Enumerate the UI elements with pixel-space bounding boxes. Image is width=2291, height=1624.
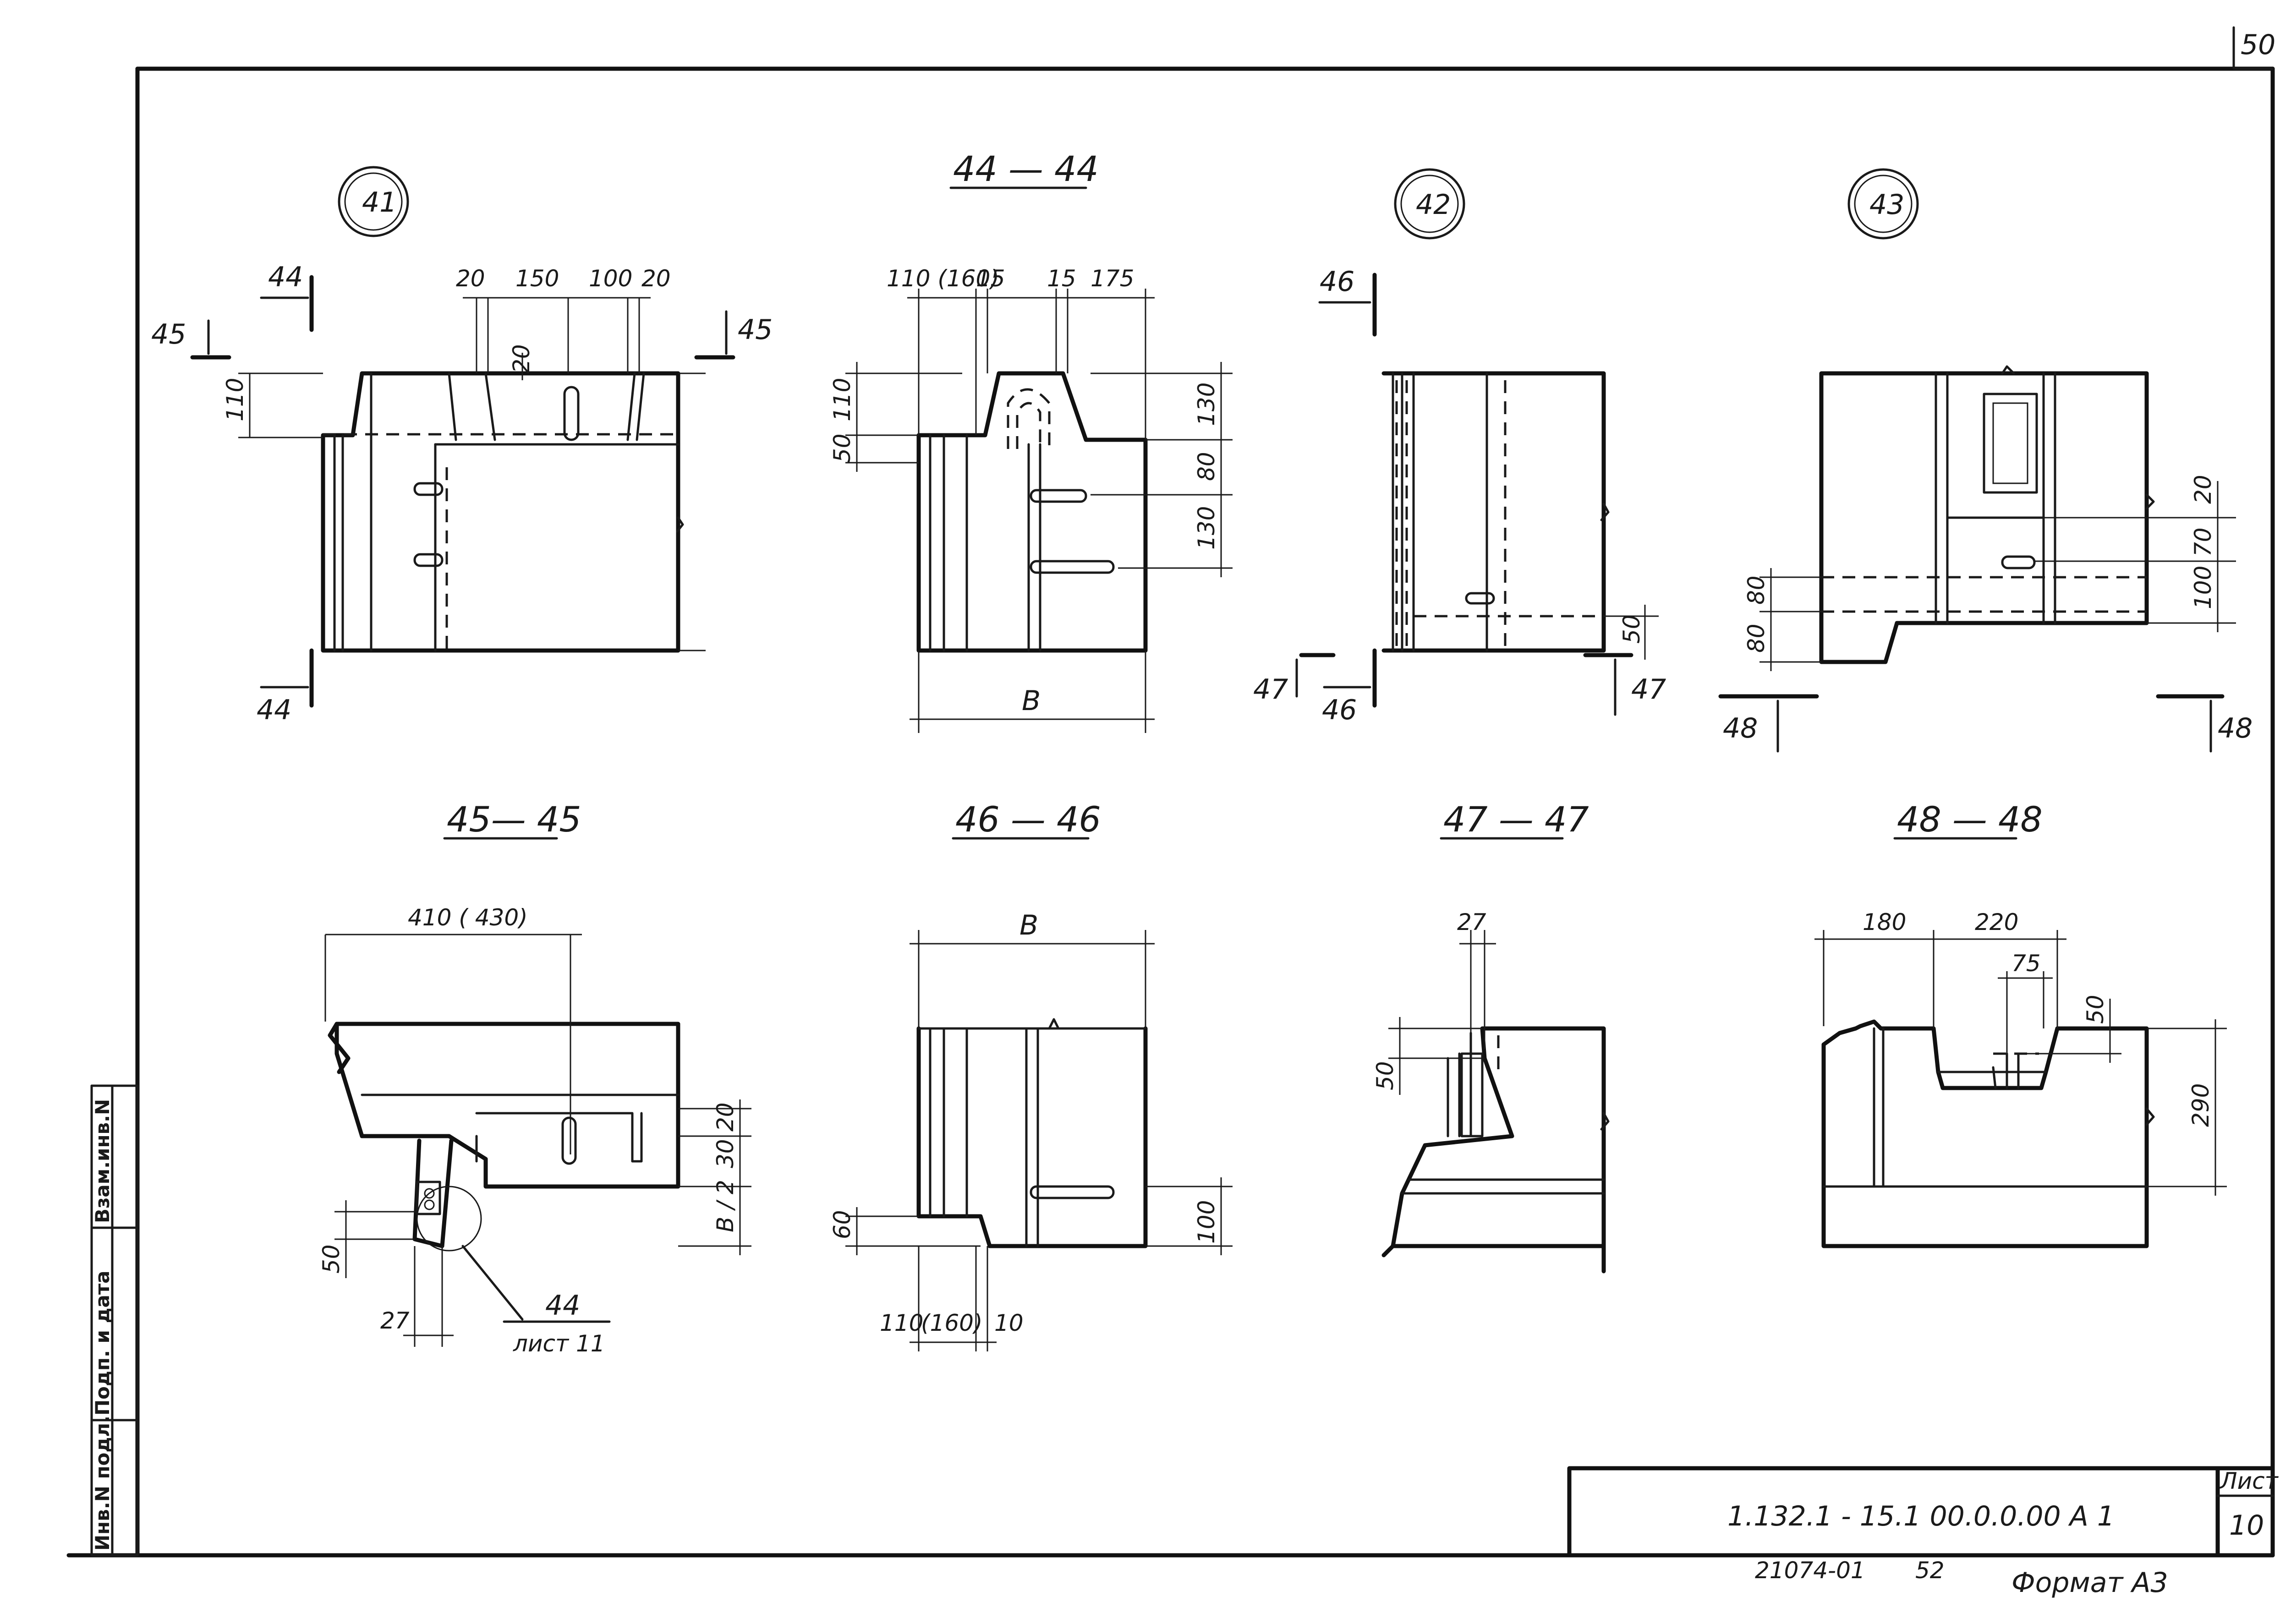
dim-44-e: 110 [829, 378, 855, 421]
view-41: 41 20 150 100 20 20 [151, 166, 773, 726]
dim-45-f: 27 [380, 1307, 410, 1334]
dim-44-i: 130 [1193, 506, 1220, 550]
dim-41-c: 100 [589, 265, 632, 292]
dim-41-d: 20 [641, 265, 671, 292]
title-block: 1.132.1 - 15.1 00.0.0.00 A 1 Лист 10 [1567, 1466, 2279, 1558]
stamp-inv-podl: Инв.N подл. [91, 1416, 114, 1551]
callout-circle-42: 42 [1394, 168, 1465, 240]
dim-44-f: 50 [829, 433, 855, 463]
dims-43: 20 70 100 80 80 [1743, 475, 2236, 671]
callout-label-41: 41 [362, 186, 397, 219]
section-title-44: 44 — 44 [953, 148, 1099, 189]
dim-41-f: 110 [222, 378, 248, 421]
dims-41: 20 150 100 20 20 110 [222, 265, 706, 651]
dim-44-h: 80 [1193, 452, 1220, 481]
dims-48: 180 220 75 50 290 [1814, 909, 2227, 1196]
cut-41-d: 44 [257, 694, 291, 726]
section-title-45: 45— 45 [447, 799, 581, 840]
callout-label-42: 42 [1416, 189, 1451, 221]
section-45-45: 45— 45 410 ( 430) 20 30 B / 2 [318, 799, 751, 1357]
cut-42-a: 46 [1320, 266, 1354, 298]
cut-42-d: 47 [1631, 673, 1666, 705]
dim-44-d: 175 [1091, 265, 1134, 292]
dim-44-b: 15 [976, 265, 1005, 292]
dims-44: 110 (160) 15 15 175 110 50 130 80 130 B [829, 265, 1233, 733]
callout-circle-41: 41 [338, 166, 409, 237]
dim-48-c: 75 [2011, 950, 2041, 977]
page-number: 50 [2241, 29, 2275, 61]
section-title-47: 47 — 47 [1443, 799, 1589, 840]
dims-46: B 60 100 110 (160) 10 [829, 909, 1233, 1351]
footer: 21074-01 52 Формат А3 [1755, 1557, 2168, 1599]
section-title-46: 46 — 46 [955, 799, 1101, 840]
dim-45-e: 50 [318, 1244, 345, 1274]
dim-48-b: 220 [1975, 909, 2018, 935]
dim-44-g: 130 [1193, 383, 1220, 426]
dim-48-a: 180 [1863, 909, 1906, 935]
dim-45-c: 30 [712, 1139, 739, 1168]
dim-44-a: 110 (160) [887, 265, 999, 292]
dim-47-b: 50 [1372, 1061, 1398, 1090]
dim-44-c: 15 [1047, 265, 1076, 292]
dim-43-a: 20 [2190, 475, 2216, 504]
cut-markers-43: 48 48 [1718, 694, 2253, 753]
section-title-48: 48 — 48 [1897, 799, 2043, 840]
sheet-number: 10 [2229, 1509, 2264, 1542]
dim-44-j: B [1022, 685, 1041, 717]
dims-47: 27 50 [1372, 909, 1496, 1095]
dim-46-c: 100 [1193, 1200, 1220, 1244]
stamp-vzam-inv: Взам.инв.N [91, 1099, 114, 1223]
dim-41-b: 150 [515, 265, 559, 292]
side-stamp: Инв.N подл. Подп. и дата Взам.инв.N [90, 1084, 139, 1557]
dim-41-e: 20 [508, 344, 535, 373]
document-code: 1.132.1 - 15.1 00.0.0.00 A 1 [1727, 1500, 2115, 1532]
dim-43-e: 80 [1743, 623, 1770, 653]
cut-42-b: 47 [1253, 673, 1288, 705]
view-42: 42 50 46 47 46 47 [1253, 168, 1666, 726]
cut-41-a: 44 [268, 261, 303, 293]
dim-42-a: 50 [1618, 614, 1645, 644]
sheet-label: Лист [2219, 1468, 2279, 1494]
stamp-podp-data: Подп. и дата [91, 1270, 114, 1416]
dim-48-d: 50 [2082, 995, 2109, 1024]
section-48-48: 48 — 48 180 220 75 50 290 [1814, 799, 2227, 1248]
dim-45-a: 410 ( 430) [408, 904, 528, 931]
cut-42-c: 46 [1322, 694, 1357, 726]
callout-circle-43: 43 [1847, 168, 1919, 240]
dim-43-b: 70 [2190, 527, 2216, 557]
dims-45: 410 ( 430) 20 30 B / 2 50 27 44 лист 11 [318, 904, 751, 1357]
dim-41-a: 20 [456, 265, 485, 292]
cut-markers-41: 44 45 45 44 [151, 261, 773, 726]
cut-41-b: 45 [151, 318, 186, 350]
archive-page: 52 [1915, 1557, 1945, 1584]
dim-46-a: B [1019, 909, 1038, 941]
cut-41-c: 45 [738, 314, 773, 346]
dim-48-e: 290 [2187, 1083, 2214, 1127]
dim-45-h: лист 11 [513, 1330, 605, 1357]
dim-45-d: B / 2 [712, 1180, 739, 1232]
dim-47-a: 27 [1457, 909, 1486, 935]
dim-43-d: 80 [1743, 575, 1770, 605]
section-44-44: 44 — 44 110 (160) 15 15 175 110 [829, 148, 1233, 733]
dim-46-e: (160) [921, 1310, 982, 1336]
archive-number: 21074-01 [1755, 1557, 1865, 1584]
cut-43-b: 48 [2218, 712, 2253, 744]
dims-42: 50 [1604, 605, 1659, 660]
dim-43-c: 100 [2190, 566, 2216, 609]
section-46-46: 46 — 46 B 60 100 110 (16 [829, 799, 1233, 1351]
dim-46-f: 10 [994, 1310, 1024, 1336]
cut-markers-42: 46 47 46 47 [1253, 266, 1666, 726]
view-43: 43 20 70 100 80 80 [1718, 168, 2253, 753]
dim-46-b: 60 [829, 1210, 855, 1239]
dim-46-d: 110 [880, 1310, 923, 1336]
dim-45-b: 20 [712, 1102, 739, 1132]
format-label: Формат А3 [2011, 1567, 2168, 1599]
section-47-47: 47 — 47 27 50 [1372, 799, 1610, 1274]
cut-43-a: 48 [1723, 712, 1758, 744]
callout-label-43: 43 [1869, 189, 1904, 221]
dim-45-g: 44 [545, 1290, 580, 1322]
